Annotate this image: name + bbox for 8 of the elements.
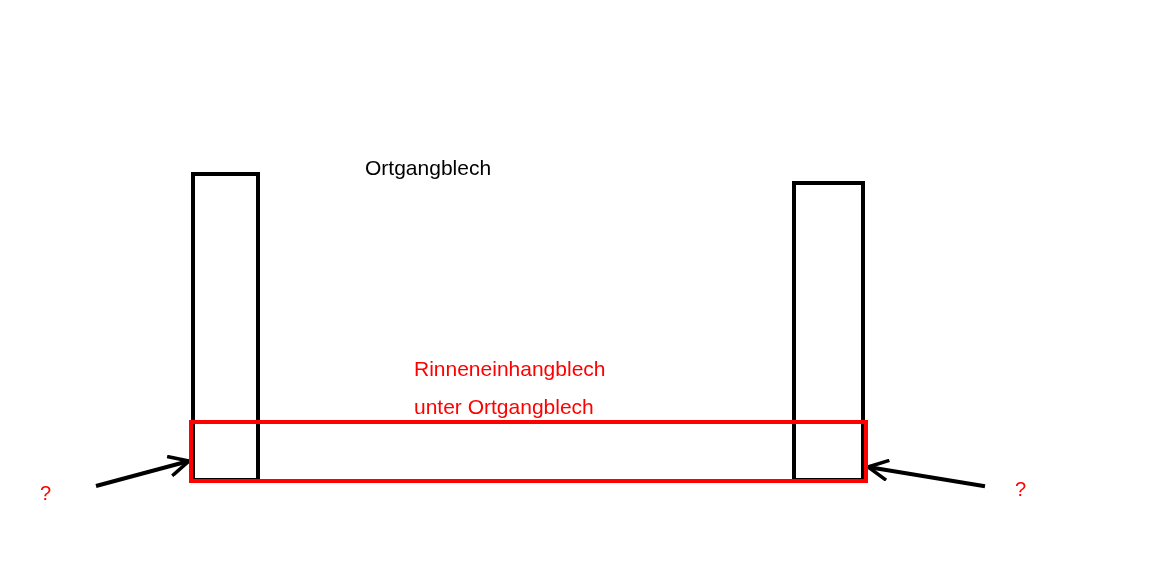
question-mark: ? [985,476,1030,504]
part-label: Ortgangblech [365,156,492,180]
sheet-rectangle [792,181,865,482]
part-label: Rinneneinhangblech unter Ortgangblech [414,356,607,420]
arrow [95,454,191,488]
sheet-rectangle [191,172,260,482]
arrow [866,458,986,489]
question-mark: ? [36,480,96,508]
